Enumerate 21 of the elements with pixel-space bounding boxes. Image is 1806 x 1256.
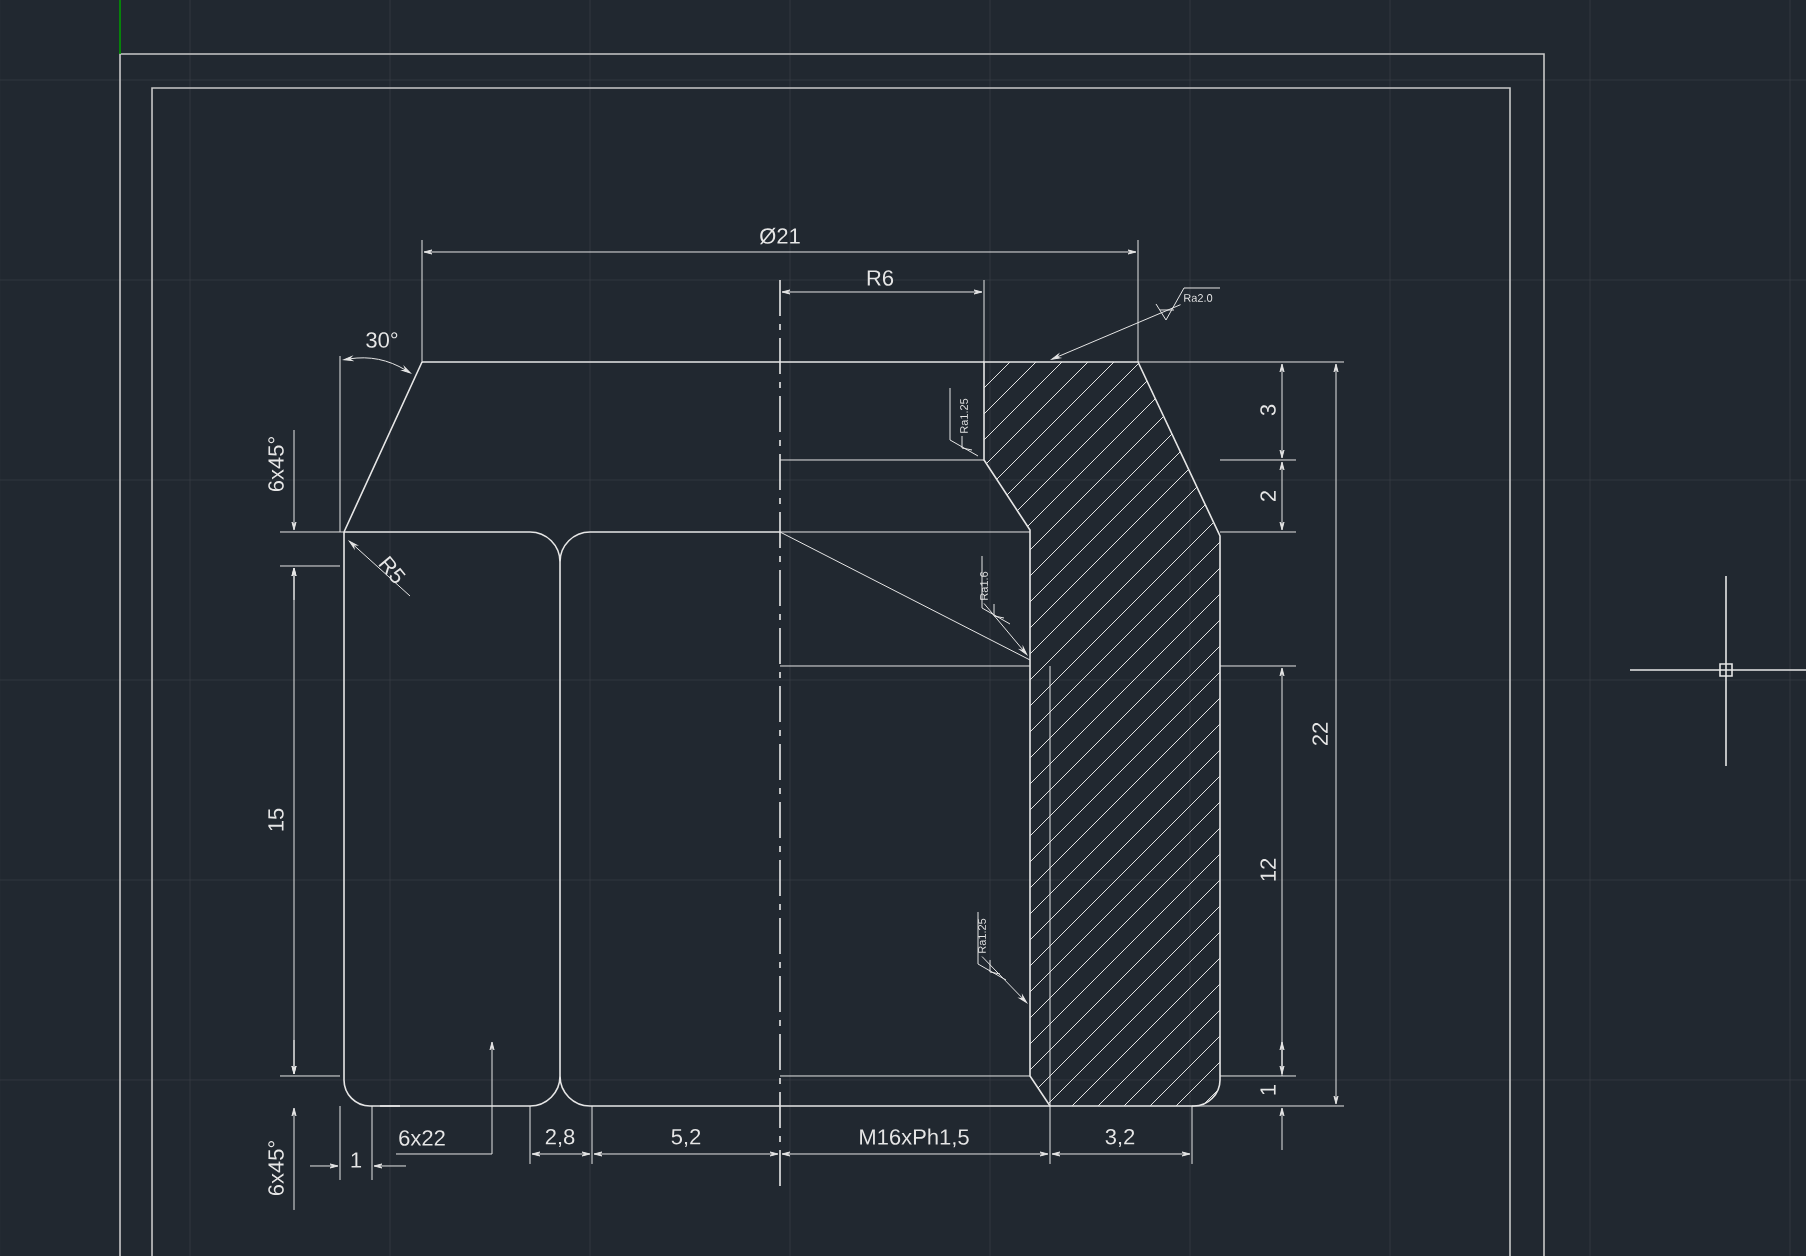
dimension-text: 3,2 [1105,1128,1135,1148]
dimension-text: 12 [1260,858,1276,881]
dimension-text: 6x45° [268,1141,284,1196]
dimension-text: 22 [1312,722,1328,746]
leader-line [1051,304,1182,360]
dimension-text: 1 [351,1152,362,1168]
dimension-text: 6x22 [399,1130,445,1146]
leader-line [983,602,1028,655]
dimension-text: R5 [378,555,406,583]
dimension-text: 2 [1260,490,1276,501]
leader-line [981,956,1028,1003]
dimension-text: 1 [1260,1084,1276,1095]
dimension-text: 3 [1260,404,1276,416]
dimension-text: 6x45° [268,437,284,492]
dimension-text: M16xPh1,5 [860,1128,969,1148]
dimension-text: 2,8 [545,1128,575,1148]
dimension-text: 15 [268,808,284,831]
dimension-text: Ø21 [759,227,800,245]
dimension-text: 5,2 [671,1128,701,1148]
dimension-text: R6 [867,270,894,286]
dimension-text: 30° [366,332,398,348]
